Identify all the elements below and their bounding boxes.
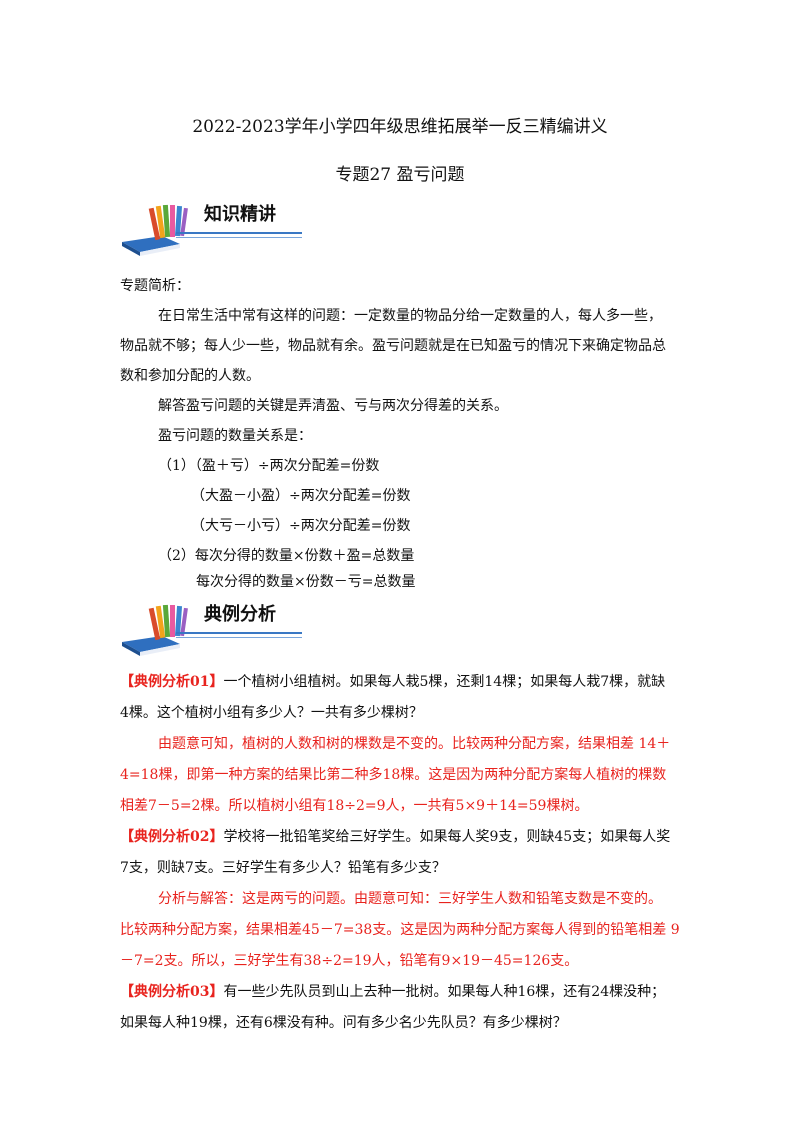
section-rule <box>176 632 302 634</box>
books-icon <box>122 604 188 656</box>
intro-para2: 解答盈亏问题的关键是弄清盈、亏与两次分得差的关系。 <box>158 398 508 414</box>
intro-para1-line3: 数和参加分配的人数。 <box>120 368 260 384</box>
formula-5: 每次分得的数量×份数－亏=总数量 <box>196 574 416 590</box>
formula-1: （1）（盈＋亏）÷两次分配差=份数 <box>158 458 380 474</box>
example-03-question-line1: 【典例分析03】有一些少先队员到山上去种一批树。如果每人种16棵，还有24棵没种… <box>120 984 666 1000</box>
section-rule-thin <box>176 637 302 638</box>
topic-subtitle: 专题27 盈亏问题 <box>335 165 465 185</box>
books-icon <box>122 204 188 256</box>
section-header-examples: 典例分析 <box>118 598 303 658</box>
example-02-answer-line3: －7=2支。所以，三好学生有38÷2=19人，铅笔有9×19－45=126支。 <box>120 953 579 969</box>
example-03-question-line2: 如果每人种19棵，还有6棵没有种。问有多少名少先队员？有多少棵树？ <box>120 1015 567 1031</box>
example-02-answer-line1: 分析与解答：这是两亏的问题。由题意可知：三好学生人数和铅笔支数是不变的。 <box>158 891 662 907</box>
section-rule <box>176 232 302 234</box>
example-01-answer-line1: 由题意可知，植树的人数和树的棵数是不变的。比较两种分配方案，结果相差 14＋ <box>158 736 671 752</box>
section-rule-thin <box>176 237 302 238</box>
example-tag: 【典例分析01】 <box>120 674 224 690</box>
intro-para1-line1: 在日常生活中常有这样的问题：一定数量的物品分给一定数量的人，每人多一些， <box>158 308 662 324</box>
intro-para1-line2: 物品就不够；每人少一些，物品就有余。盈亏问题就是在已知盈亏的情况下来确定物品总 <box>120 338 666 354</box>
example-tag: 【典例分析02】 <box>120 829 224 845</box>
section-heading: 典例分析 <box>204 604 276 625</box>
document-title: 2022-2023学年小学四年级思维拓展举一反三精编讲义 <box>192 117 608 137</box>
formula-3: （大亏－小亏）÷两次分配差=份数 <box>191 518 411 534</box>
example-tag: 【典例分析03】 <box>120 984 224 1000</box>
section-heading: 知识精讲 <box>204 204 276 225</box>
example-02-question-line2: 7支，则缺7支。三好学生有多少人？铅笔有多少支？ <box>120 860 446 876</box>
example-01-question-line1: 【典例分析01】一个植树小组植树。如果每人栽5棵，还剩14棵；如果每人栽7棵，就… <box>120 674 666 690</box>
intro-label: 专题简析： <box>120 278 190 294</box>
example-02-answer-line2: 比较两种分配方案，结果相差45－7=38支。这是因为两种分配方案每人得到的铅笔相… <box>120 922 680 938</box>
example-01-answer-line2: 4=18棵，即第一种方案的结果比第二种多18棵。这是因为两种分配方案每人植树的棵… <box>120 767 667 783</box>
example-02-question-line1: 【典例分析02】学校将一批铅笔奖给三好学生。如果每人奖9支，则缺45支；如果每人… <box>120 829 671 845</box>
example-01-question-line2: 4棵。这个植树小组有多少人？一共有多少棵树？ <box>120 705 423 721</box>
formula-4: （2）每次分得的数量×份数＋盈=总数量 <box>158 548 415 564</box>
example-01-answer-line3: 相差7－5=2棵。所以植树小组有18÷2=9人，一共有5×9＋14=59棵树。 <box>120 798 589 814</box>
intro-para3: 盈亏问题的数量关系是： <box>158 428 312 444</box>
formula-2: （大盈－小盈）÷两次分配差=份数 <box>191 488 411 504</box>
section-header-knowledge: 知识精讲 <box>118 198 303 258</box>
